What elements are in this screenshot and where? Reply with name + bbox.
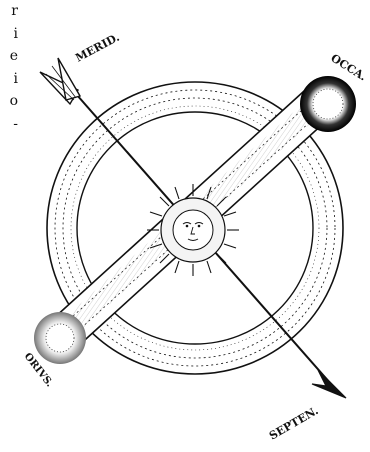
ortus-sun bbox=[34, 312, 86, 364]
occasus-sun bbox=[300, 76, 356, 132]
label-meridies: MERID. bbox=[73, 31, 121, 65]
label-septentrio: SEPTEN. bbox=[267, 404, 321, 442]
central-sun-icon bbox=[147, 184, 239, 276]
